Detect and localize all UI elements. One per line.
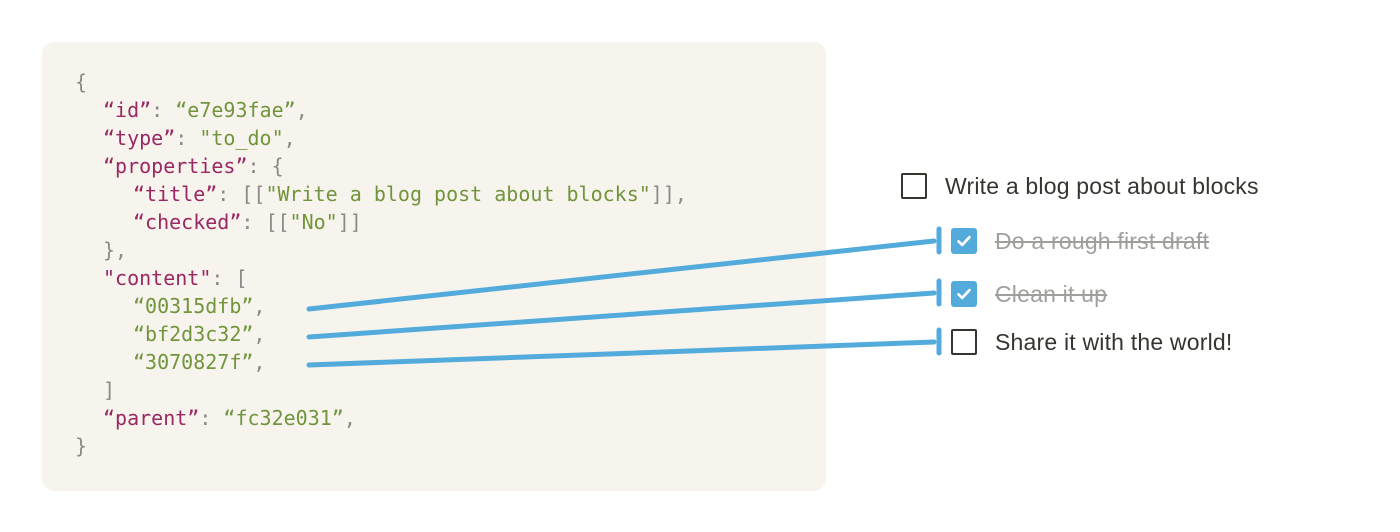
code-token: : [[ xyxy=(217,182,266,206)
todo-item-3: Clean it up xyxy=(951,280,1107,308)
code-line-content: "content": [ xyxy=(75,264,826,292)
json-value-content-2: “bf2d3c32” xyxy=(133,322,254,346)
code-token: , xyxy=(283,126,296,150)
todo-item-label: Do a rough first draft xyxy=(995,227,1210,254)
code-line-parent: “parent”: “fc32e031”, xyxy=(75,404,826,432)
code-token: } xyxy=(75,434,88,458)
code-token: }, xyxy=(103,238,128,262)
code-line-content-close: ] xyxy=(75,376,826,404)
code-token: { xyxy=(75,70,88,94)
code-line-properties-close: }, xyxy=(75,236,826,264)
json-value-content-1: “00315dfb” xyxy=(133,294,254,318)
todo-item-1: Write a blog post about blocks xyxy=(901,172,1259,200)
todo-item-2: Do a rough first draft xyxy=(951,227,1209,255)
code-line-content-id-3: “3070827f”, xyxy=(75,348,826,376)
json-key-id: “id” xyxy=(103,98,152,122)
json-key-checked: “checked” xyxy=(133,210,242,234)
code-token: : [[ xyxy=(241,210,290,234)
todo-item-label: Write a blog post about blocks xyxy=(945,172,1259,199)
json-key-title: “title” xyxy=(133,182,218,206)
checkbox-unchecked-icon[interactable] xyxy=(951,329,977,355)
code-token: : [ xyxy=(211,266,248,290)
code-token: , xyxy=(295,98,308,122)
code-line-close-brace: } xyxy=(75,432,826,460)
json-value-checked: "No" xyxy=(289,210,338,234)
json-key-parent: “parent” xyxy=(103,406,200,430)
code-token: ] xyxy=(103,378,116,402)
code-token: ]], xyxy=(650,182,687,206)
code-line-checked: “checked”: [["No"]] xyxy=(75,208,826,236)
code-token: : xyxy=(151,98,176,122)
json-value-type: "to_do" xyxy=(199,126,284,150)
code-token: , xyxy=(343,406,356,430)
json-code-panel: { “id”: “e7e93fae”, “type”: "to_do", “pr… xyxy=(42,42,826,491)
json-value-parent: “fc32e031” xyxy=(223,406,344,430)
code-line-open-brace: { xyxy=(75,68,826,96)
checkbox-checked-icon[interactable] xyxy=(951,281,977,307)
code-token: , xyxy=(253,294,266,318)
code-token: : xyxy=(175,126,200,150)
code-token: : { xyxy=(247,154,284,178)
code-line-content-id-2: “bf2d3c32”, xyxy=(75,320,826,348)
todo-item-label: Share it with the world! xyxy=(995,328,1233,355)
json-value-content-3: “3070827f” xyxy=(133,350,254,374)
checkbox-checked-icon[interactable] xyxy=(951,228,977,254)
code-token: , xyxy=(253,350,266,374)
json-key-content: "content" xyxy=(103,266,212,290)
code-line-properties: “properties”: { xyxy=(75,152,826,180)
todo-item-4: Share it with the world! xyxy=(951,328,1232,356)
todo-item-label: Clean it up xyxy=(995,280,1108,307)
json-key-properties: “properties” xyxy=(103,154,248,178)
code-line-type: “type”: "to_do", xyxy=(75,124,826,152)
code-token: ]] xyxy=(337,210,362,234)
json-value-title: "Write a blog post about blocks" xyxy=(265,182,651,206)
code-token: , xyxy=(253,322,266,346)
json-key-type: “type” xyxy=(103,126,176,150)
checkbox-unchecked-icon[interactable] xyxy=(901,173,927,199)
code-line-content-id-1: “00315dfb”, xyxy=(75,292,826,320)
code-line-title: “title”: [["Write a blog post about bloc… xyxy=(75,180,826,208)
code-token: : xyxy=(199,406,224,430)
json-value-id: “e7e93fae” xyxy=(175,98,296,122)
code-line-id: “id”: “e7e93fae”, xyxy=(75,96,826,124)
